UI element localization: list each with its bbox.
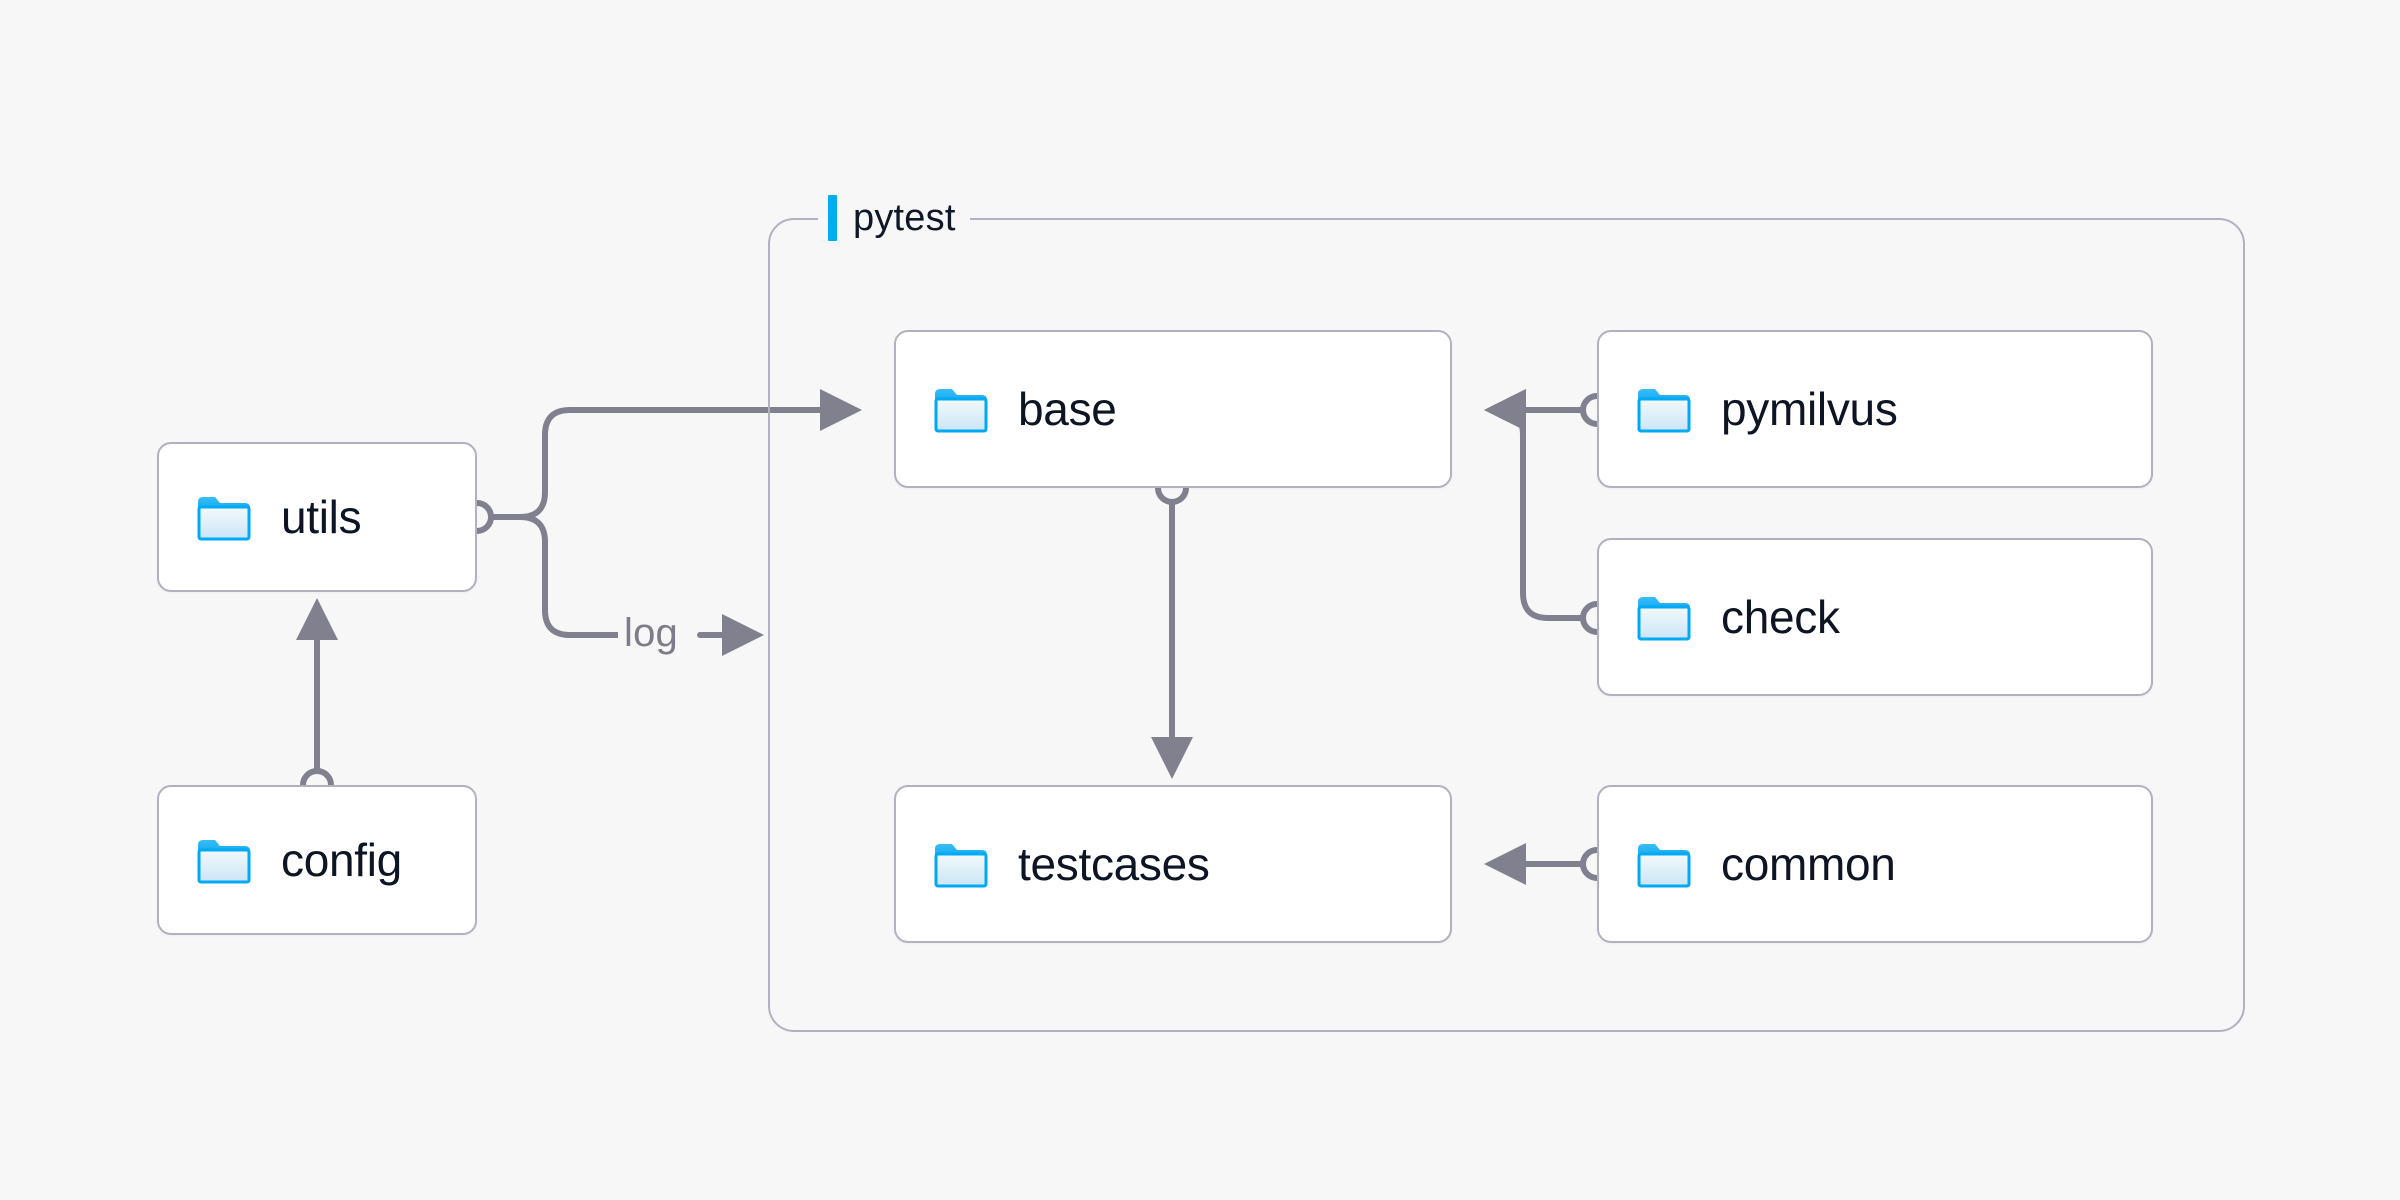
node-label-testcases: testcases [1018, 838, 1210, 890]
group-pytest-label: pytest [818, 195, 970, 241]
folder-icon [934, 844, 988, 888]
folder-icon [934, 389, 988, 433]
folder-icon [1637, 389, 1691, 433]
node-label-utils: utils [281, 491, 362, 543]
folder-icon [197, 840, 251, 884]
node-label-common: common [1721, 838, 1896, 890]
folder-icon [1637, 597, 1691, 641]
node-pymilvus[interactable]: pymilvus [1597, 330, 2153, 488]
node-config[interactable]: config [157, 785, 477, 935]
group-title-text: pytest [853, 197, 956, 239]
edge-utils-to-log [474, 514, 625, 638]
group-accent-bar [828, 195, 837, 241]
folder-icon [1637, 844, 1691, 888]
node-check[interactable]: check [1597, 538, 2153, 696]
folder-icon [197, 497, 251, 541]
node-testcases[interactable]: testcases [894, 785, 1452, 943]
node-label-pymilvus: pymilvus [1721, 383, 1898, 435]
edge-label-log: log [618, 613, 684, 653]
node-label-base: base [1018, 383, 1117, 435]
node-label-check: check [1721, 591, 1840, 643]
node-common[interactable]: common [1597, 785, 2153, 943]
node-label-config: config [281, 834, 402, 886]
node-base[interactable]: base [894, 330, 1452, 488]
group-pytest [768, 218, 2245, 1032]
node-utils[interactable]: utils [157, 442, 477, 592]
